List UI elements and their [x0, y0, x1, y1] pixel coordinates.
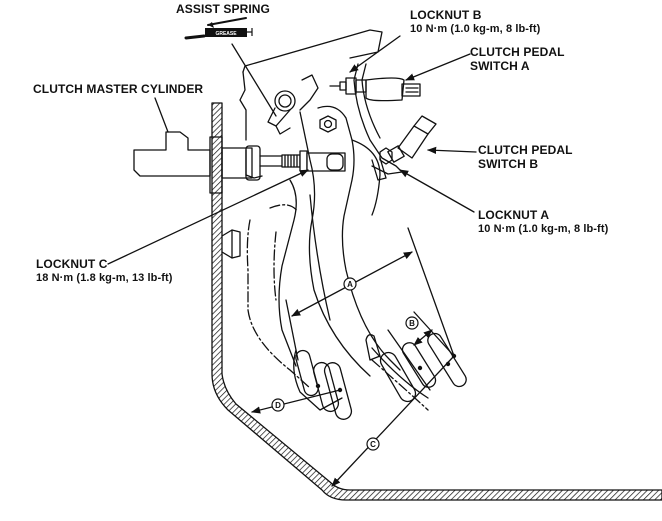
dim-letter-a: A: [347, 280, 353, 289]
label-locknut-c: LOCKNUT C 18 N·m (1.8 kg-m, 13 lb-ft): [36, 257, 173, 285]
locknut-c-torque: 18 N·m (1.8 kg-m, 13 lb-ft): [36, 272, 173, 284]
locknut-b-name: LOCKNUT B: [410, 8, 482, 22]
switch-a-line2: SWITCH A: [470, 59, 530, 73]
label-clutch-pedal-switch-a: CLUTCH PEDAL SWITCH A: [470, 45, 565, 73]
dim-letter-c: C: [370, 440, 376, 449]
dim-circle-b: B: [405, 316, 419, 330]
dimension-a: [285, 227, 455, 361]
clutch-master-cylinder: [133, 131, 283, 194]
pivot-nut: [319, 115, 337, 133]
locknut-b-torque: 10 N·m (1.0 kg-m, 8 lb-ft): [410, 23, 541, 35]
grease-tube-icon: GREASE: [184, 17, 253, 40]
dim-circle-d: D: [271, 398, 285, 412]
pedal-stopper: [221, 229, 241, 259]
clutch-pedal-switch-b: [379, 115, 437, 165]
dim-letter-b: B: [409, 319, 415, 328]
locknut-a-torque: 10 N·m (1.0 kg-m, 8 lb-ft): [478, 223, 609, 235]
firewall-floor: [211, 102, 662, 501]
assist-spring-assembly: [267, 74, 319, 135]
clutch-pedal-switch-a: [329, 77, 421, 102]
switch-b-line1: CLUTCH PEDAL: [478, 143, 573, 157]
pushrod-clevis: [281, 150, 346, 172]
locknut-c-name: LOCKNUT C: [36, 257, 108, 271]
leader-lines: [107, 35, 477, 265]
locknut-a-name: LOCKNUT A: [478, 208, 550, 222]
dimension-d: [251, 389, 341, 414]
label-assist-spring: ASSIST SPRING: [176, 2, 270, 16]
switch-b-line2: SWITCH B: [478, 157, 539, 171]
dimension-b: [387, 311, 455, 391]
label-clutch-pedal-switch-b: CLUTCH PEDAL SWITCH B: [478, 143, 573, 171]
label-clutch-master-cylinder: CLUTCH MASTER CYLINDER: [33, 82, 204, 96]
pedal-reference-dots: [315, 353, 457, 393]
dim-circle-a: A: [343, 277, 357, 291]
switch-a-line1: CLUTCH PEDAL: [470, 45, 565, 59]
dim-letter-d: D: [275, 401, 281, 410]
dimension-c: [331, 355, 455, 487]
dim-circle-c: C: [366, 437, 380, 451]
label-locknut-a: LOCKNUT A 10 N·m (1.0 kg-m, 8 lb-ft): [478, 208, 608, 236]
label-locknut-b: LOCKNUT B 10 N·m (1.0 kg-m, 8 lb-ft): [410, 8, 540, 36]
grease-tube-label: GREASE: [215, 31, 237, 37]
pedal-depressed-position: [246, 204, 311, 389]
